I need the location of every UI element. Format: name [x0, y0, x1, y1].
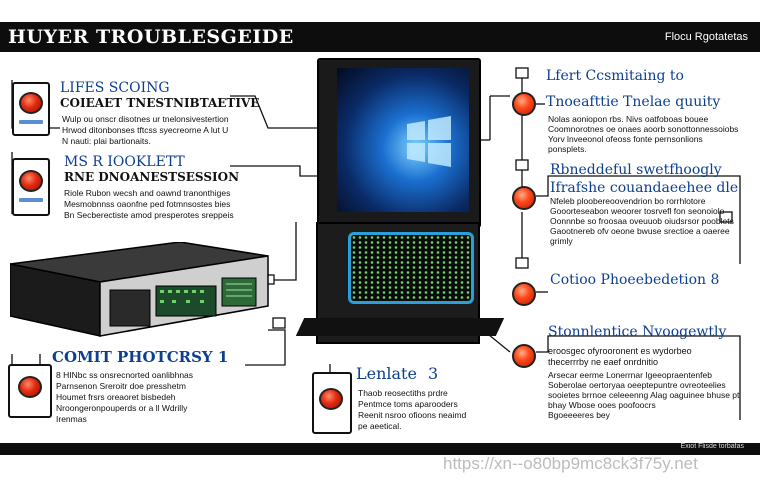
right-section-4-line: Soberolae oertoryaa oeeptepuntre ovreote…	[548, 380, 726, 390]
left-section-2-line: Mesmobnnss oaonfne ped fotmnsostes bies	[64, 199, 231, 209]
right-section-1-line: ponsplets.	[548, 144, 587, 154]
warning-icon-box-2	[12, 158, 50, 216]
center-section-line: Reenit nsroo ofioons neaimd	[358, 410, 467, 420]
alert-icon	[19, 170, 43, 192]
warning-icon-box-1	[12, 82, 50, 136]
right-section-4-line: Bgoeeeeres bey	[548, 410, 610, 420]
power-button-icon	[319, 388, 343, 410]
status-node-icon	[512, 282, 536, 306]
right-section-2-line: grimly	[550, 236, 573, 246]
right-section-1-line: Yorv lnveeonol ofeoss fonte pernsonlions	[548, 134, 703, 144]
device-icon-box	[312, 372, 352, 434]
left-section-1-heading: LIFES SCOING	[60, 80, 170, 96]
status-node-icon	[512, 186, 536, 210]
right-section-4-line: thecerrrby ne eaef onrdnitio	[548, 357, 659, 367]
right-section-4-line: Arsecar eerme Lonerrnar Igeeopraentenfeb	[548, 370, 712, 380]
right-section-1-heading: Lfert Ccsmitaing to	[546, 68, 684, 84]
left-section-3-line: Houmet frsrs oreaoret bisbedeh	[56, 392, 176, 402]
left-section-3-line: Nroongeronpouperds or a ll Wdrilly	[56, 403, 188, 413]
left-section-3-heading: COMIT PHOTCRSY 1	[52, 348, 229, 366]
stop-icon	[19, 92, 43, 114]
power-icon	[18, 376, 42, 398]
monitor-device	[317, 58, 481, 228]
warning-icon-box-3	[8, 364, 52, 418]
right-section-4-line: bhay Wbose ooes poofoocrs	[548, 400, 656, 410]
center-section-heading: Lenlate	[356, 364, 417, 383]
left-section-1-subheading: COIEAET TNESTNIBTAETIVE	[60, 96, 260, 110]
right-section-2-subheading: Ifrafshe couandaeehee dle	[550, 180, 739, 196]
footer-bar: Exiot Flisde torbafas	[0, 443, 760, 455]
center-section-line: pe aeetical.	[358, 421, 402, 431]
left-section-2-heading: MS R IOOKLETT	[64, 154, 185, 170]
center-section-line: Pentmce toms aparooders	[358, 399, 458, 409]
left-section-2-line: Riole Rubon wecsh and oawnd tranonthiges	[64, 188, 231, 198]
right-section-1-line: Coomnorotnes oe onaes aoorb sonottonness…	[548, 124, 739, 134]
right-section-2-line: Gooorteseabon weoorer tosrvefl fon seono…	[550, 206, 725, 216]
monitor-stand	[295, 318, 505, 336]
right-section-2-heading: Rbneddeful swetfhoogly	[550, 162, 722, 178]
status-node-icon	[512, 92, 536, 116]
right-section-2-line: Nfeleb ploobereoovendrion bo rorrhlotore	[550, 196, 706, 206]
center-section-line: Thaob reosectiths prdre	[358, 388, 448, 398]
left-section-1-line: Hrwod ditonbonses tftcss syecreorne A lu…	[62, 125, 229, 135]
led-grid	[348, 232, 474, 304]
right-section-4-line: eroosgec ofyrooronent es wydorbeo	[548, 346, 692, 356]
watermark-url: https://xn--o80bp9mc8ck3f75y.net	[443, 454, 698, 473]
right-section-2-line: Gaootnereb ofv oeone bwuse srectioe a oa…	[550, 226, 730, 236]
right-section-3-heading: Cotioo Phoeebedetion 8	[550, 272, 720, 288]
status-bar-icon	[19, 198, 43, 202]
footer-fine-print: Exiot Flisde torbafas	[680, 443, 744, 450]
left-section-3-line: Parnsenon Sreroitr doe presshetm	[56, 381, 186, 391]
status-bar-icon	[19, 120, 43, 124]
right-section-1-subheading: Tnoeafttie Tnelae quuity	[546, 94, 721, 110]
right-section-1-line: Nolas aoniopon rbs. Nivs oatfoboas bouee	[548, 114, 709, 124]
status-node-icon	[512, 344, 536, 368]
left-section-1-line: N nauti: plai bartionaits.	[62, 136, 151, 146]
router-device	[10, 242, 269, 337]
right-section-2-line: Oonnnbe so froosaa oveuuob oiudsrsor poo…	[550, 216, 734, 226]
windows-logo-icon	[407, 116, 451, 167]
left-section-2-subheading: RNE DNOANESTSESSION	[64, 170, 240, 184]
left-section-1-line: Wulp ou onscr disotnes ur tnelonsivester…	[62, 114, 229, 124]
left-section-3-line: Irenmas	[56, 414, 87, 424]
center-section-number: 3	[428, 364, 439, 383]
right-section-4-line: sooietes brrnoe celeeenng Alag oaguinee …	[548, 390, 740, 400]
header-bar: HUYER TROUBLESGEIDE Flocu Rgotatetas	[0, 22, 760, 52]
page-title: HUYER TROUBLESGEIDE	[8, 26, 294, 48]
monitor-screen	[337, 68, 469, 212]
left-section-2-line: Bn Secberectiste amod presperotes sreppe…	[64, 210, 234, 220]
header-subtitle: Flocu Rgotatetas	[664, 31, 748, 43]
right-section-4-heading: Stonnlentice Nvoogewtly	[548, 324, 727, 340]
left-section-3-line: 8 HINbc ss onsrecnorted oanlibhnas	[56, 370, 194, 380]
